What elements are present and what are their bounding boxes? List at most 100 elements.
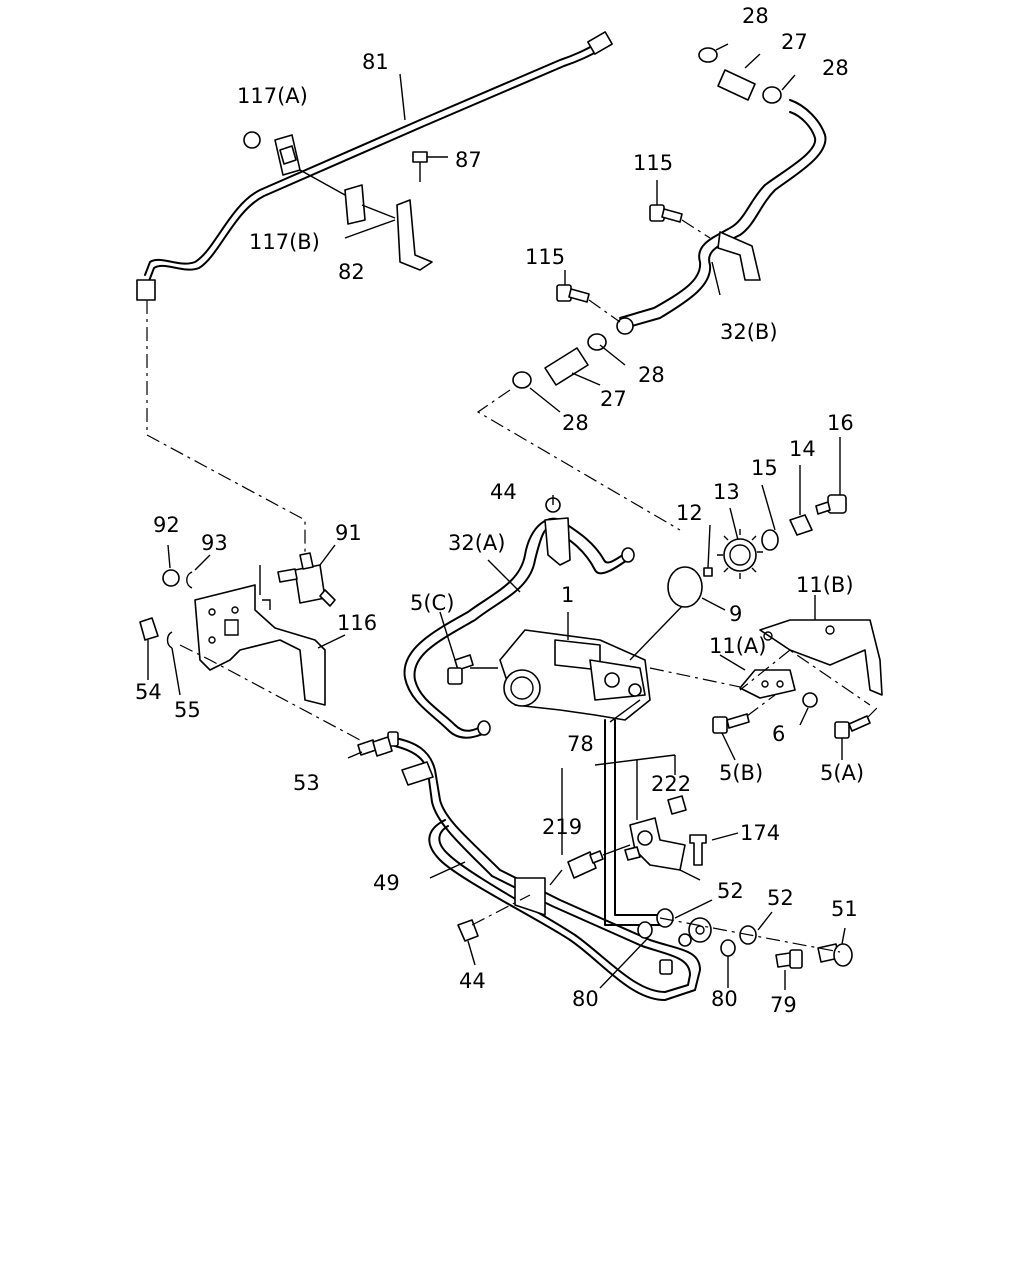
bolt-115-lower	[556, 270, 621, 323]
pipe-81	[136, 31, 613, 301]
label-52-right: 52	[767, 886, 794, 910]
label-32b: 32(B)	[720, 320, 778, 344]
label-79: 79	[770, 993, 797, 1017]
label-54: 54	[135, 680, 162, 704]
label-82: 82	[338, 260, 365, 284]
label-15: 15	[751, 456, 778, 480]
bolt-115-upper	[649, 180, 711, 239]
leader-12	[707, 524, 711, 569]
label-55: 55	[174, 698, 201, 722]
label-80-left: 80	[572, 987, 599, 1011]
label-6: 6	[772, 722, 785, 746]
nut-44-lower	[457, 919, 479, 942]
hose-27-top	[698, 43, 796, 104]
label-28-mid-right: 28	[638, 363, 665, 387]
label-93: 93	[201, 531, 228, 555]
leader-92	[167, 544, 171, 569]
clip-93	[186, 571, 193, 589]
label-80-right: 80	[711, 987, 738, 1011]
label-78: 78	[567, 732, 594, 756]
clamp-117a	[243, 131, 301, 176]
bolt-51	[817, 943, 853, 967]
label-28-top-left: 28	[742, 4, 769, 28]
leader-44-lower-dash	[471, 894, 531, 926]
label-5a: 5(A)	[820, 761, 864, 785]
nut-6	[802, 692, 818, 708]
leader-9	[701, 597, 726, 611]
nut-92	[162, 569, 180, 587]
label-1: 1	[561, 583, 574, 607]
pipe-32b	[616, 99, 827, 335]
washer-15	[761, 529, 779, 551]
label-92: 92	[153, 513, 180, 537]
label-32a: 32(A)	[448, 531, 505, 555]
label-12: 12	[676, 501, 703, 525]
label-14: 14	[789, 437, 816, 461]
bolt-5c	[439, 611, 498, 685]
line-banjo-b	[614, 719, 661, 916]
clip-55	[166, 631, 173, 649]
leader-hose-32a	[476, 389, 681, 531]
pipe-49	[387, 731, 701, 1001]
label-27-top: 27	[781, 30, 808, 54]
leader-80-left	[599, 937, 649, 989]
bolt-5b	[712, 694, 776, 761]
leader-32b	[711, 261, 721, 296]
hose-27-lower	[512, 333, 626, 413]
bolt-79	[775, 949, 803, 969]
leader-82	[344, 219, 396, 239]
leader-52-right	[757, 911, 773, 931]
label-116: 116	[337, 611, 377, 635]
washer-80-left	[637, 921, 653, 939]
gear-13	[717, 529, 763, 579]
label-11a: 11(A)	[709, 634, 766, 658]
pump-1	[499, 597, 746, 721]
nut-54	[139, 617, 159, 641]
washer-52-left	[656, 908, 674, 928]
leader-13	[729, 507, 739, 541]
label-11b: 11(B)	[796, 573, 854, 597]
label-44-upper: 44	[490, 480, 517, 504]
label-81: 81	[362, 50, 389, 74]
label-115-lower: 115	[525, 245, 565, 269]
pipe-32a	[403, 497, 635, 739]
label-28-mid-left: 28	[562, 411, 589, 435]
bracket-11b	[739, 595, 883, 706]
label-5b: 5(B)	[719, 761, 763, 785]
label-27-mid: 27	[600, 387, 627, 411]
bracket-82	[396, 151, 448, 271]
label-117b: 117(B)	[249, 230, 320, 254]
leader-banjo	[609, 699, 641, 723]
nut-14	[789, 514, 813, 536]
label-53: 53	[293, 771, 320, 795]
banjo-fitting	[678, 917, 712, 947]
insulator-219	[549, 844, 631, 886]
tee-91	[277, 544, 336, 607]
leader-bolt-51	[659, 917, 841, 953]
bolt-174	[689, 832, 739, 866]
label-219: 219	[542, 815, 582, 839]
leader-51	[841, 927, 846, 945]
leader-32a	[487, 559, 521, 593]
label-174: 174	[740, 821, 780, 845]
label-87: 87	[455, 148, 482, 172]
label-222: 222	[651, 772, 691, 796]
leader-6	[799, 707, 809, 726]
union-53	[347, 736, 393, 759]
leader-81-91	[146, 300, 306, 560]
clamp-117b	[299, 169, 396, 225]
leader-53	[179, 644, 361, 741]
bracket-116	[194, 565, 346, 706]
leader-93	[194, 554, 211, 571]
o-ring-9	[667, 566, 703, 608]
label-28-top-right: 28	[822, 56, 849, 80]
label-9: 9	[729, 602, 742, 626]
leader-81	[399, 73, 406, 121]
label-16: 16	[827, 411, 854, 435]
label-13: 13	[713, 480, 740, 504]
label-44-lower: 44	[459, 969, 486, 993]
label-115-upper: 115	[633, 151, 673, 175]
bracket-78	[561, 754, 701, 881]
